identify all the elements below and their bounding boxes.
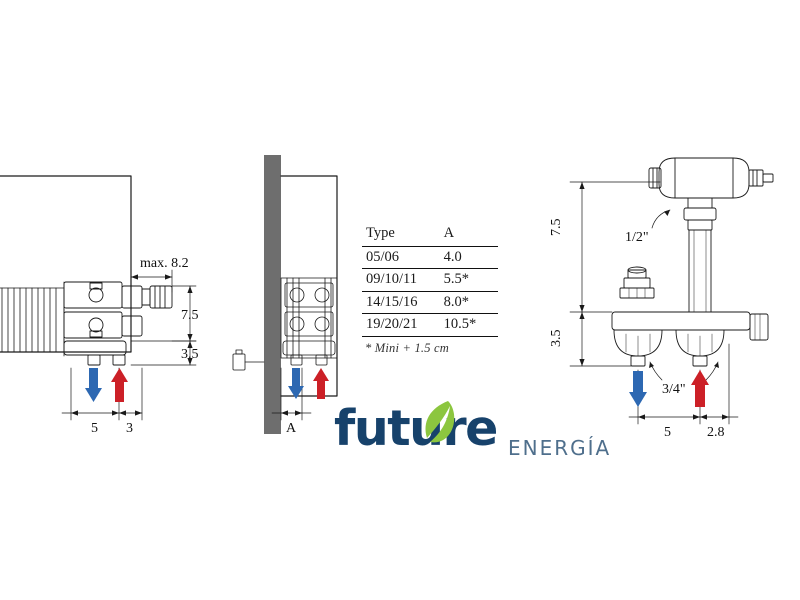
dim-left-3: 3 [126, 421, 133, 436]
table-row: 14/15/16 8.0* [362, 291, 498, 315]
dim-right-3-5: 3.5 [549, 330, 564, 348]
dim-left-5: 5 [91, 421, 98, 436]
dim-left-3-5: 3.5 [181, 347, 199, 362]
dim-right-2-8: 2.8 [707, 425, 725, 440]
logo-tagline: ENERGÍA [508, 436, 612, 460]
logo-wordmark: future [334, 400, 498, 457]
spec-table-header-type: Type [362, 223, 418, 247]
spec-table-header-a: A [417, 223, 498, 247]
table-row: 05/06 4.0 [362, 246, 498, 270]
flow-arrow-return-left [85, 368, 102, 402]
flow-arrow-supply-middle [313, 368, 329, 399]
dim-right-5: 5 [664, 425, 671, 440]
dim-left-7-5: 7.5 [181, 308, 199, 323]
spec-a: 8.0* [417, 291, 498, 315]
flow-arrow-return-right [629, 371, 647, 407]
spec-a: 4.0 [417, 246, 498, 270]
spec-a: 5.5* [417, 268, 498, 292]
label-thread-half: 1/2" [625, 230, 649, 245]
spec-type: 05/06 [362, 246, 418, 270]
leaf-icon [425, 401, 455, 443]
flow-arrow-supply-left [111, 368, 128, 402]
flow-arrow-supply-right [691, 370, 709, 407]
spec-table-header-row: Type A [362, 223, 498, 247]
spec-type: 14/15/16 [362, 291, 418, 315]
spec-type: 19/20/21 [362, 313, 418, 337]
spec-a: 10.5* [417, 313, 498, 337]
label-thread-three-quarter: 3/4" [662, 382, 686, 397]
flow-arrow-return-middle [288, 368, 304, 399]
dim-right-7-5: 7.5 [549, 219, 564, 237]
brand-logo: future ENERGÍA [334, 400, 609, 466]
table-row: 09/10/11 5.5* [362, 268, 498, 292]
spec-type: 09/10/11 [362, 268, 418, 292]
spec-table: Type A 05/06 4.0 09/10/11 5.5* 14/15/16 … [362, 223, 498, 356]
table-row: 19/20/21 10.5* [362, 313, 498, 337]
dim-max-8-2: max. 8.2 [140, 256, 189, 271]
dim-middle-a: A [286, 421, 297, 436]
spec-table-note: * Mini + 1.5 cm [365, 340, 449, 355]
